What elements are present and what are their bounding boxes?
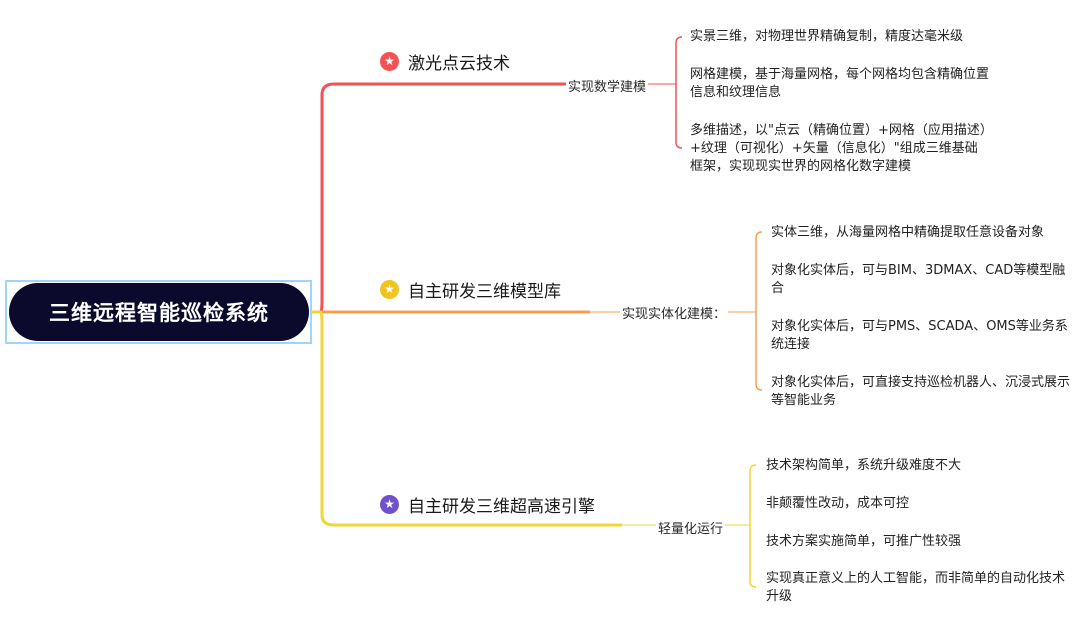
branch-3-leaf-1[interactable]: 技术架构简单，系统升级难度不大 — [766, 458, 962, 473]
branch-1-leaf-2[interactable]: 网格建模，基于海量网格，每个网格均包含精确位置信息和纹理信息 — [690, 67, 990, 100]
bracket-branch-1 — [675, 36, 683, 149]
branch-3-topic[interactable]: ★ 自主研发三维超高速引擎 — [380, 492, 595, 517]
branch-3-sub-label[interactable]: 轻量化运行 — [656, 518, 726, 537]
branch-2-title: 自主研发三维模型库 — [408, 282, 561, 302]
branch-1-leaf-1[interactable]: 实景三维，对物理世界精确复制，精度达毫米级 — [690, 29, 964, 44]
connector-root-branch-3 — [312, 310, 622, 527]
root-title: 三维远程智能巡检系统 — [49, 301, 269, 325]
star-icon: ★ — [380, 495, 399, 514]
branch-2-leaf-3[interactable]: 对象化实体后，可与PMS、SCADA、OMS等业务系统连接 — [771, 319, 1068, 352]
branch-1-title: 激光点云技术 — [408, 54, 510, 74]
branch-2-leaf-4[interactable]: 对象化实体后，可直接支持巡检机器人、沉浸式展示等智能业务 — [771, 375, 1071, 408]
bracket-branch-3 — [749, 464, 757, 588]
branch-2-sub-label[interactable]: 实现实体化建模： — [620, 303, 729, 322]
bracket-branch-2 — [755, 231, 763, 391]
branch-1-leaf-3[interactable]: 多维描述，以"点云（精确位置）+网格（应用描述）+纹理（可视化）+矢量（信息化）… — [690, 123, 987, 174]
branch-1-topic[interactable]: ★ 激光点云技术 — [380, 49, 510, 74]
branch-1-sub-label[interactable]: 实现数学建模 — [566, 76, 649, 95]
branch-3-leaf-3[interactable]: 技术方案实施简单，可推广性较强 — [766, 534, 962, 549]
root-selection-frame — [5, 280, 312, 344]
branch-3-leaf-4[interactable]: 实现真正意义上的人工智能，而非简单的自动化技术升级 — [766, 571, 1066, 604]
star-icon: ★ — [380, 52, 399, 71]
branch-2-topic[interactable]: ★ 自主研发三维模型库 — [380, 277, 561, 302]
star-icon: ★ — [380, 280, 399, 299]
branch-3-leaf-2[interactable]: 非颠覆性改动，成本可控 — [766, 496, 910, 511]
root-node[interactable]: 三维远程智能巡检系统 — [9, 283, 309, 341]
branch-3-title: 自主研发三维超高速引擎 — [408, 497, 595, 517]
branch-2-leaf-1[interactable]: 实体三维，从海量网格中精确提取任意设备对象 — [771, 225, 1045, 240]
branch-2-leaf-2[interactable]: 对象化实体后，可与BIM、3DMAX、CAD等模型融合 — [771, 263, 1066, 296]
